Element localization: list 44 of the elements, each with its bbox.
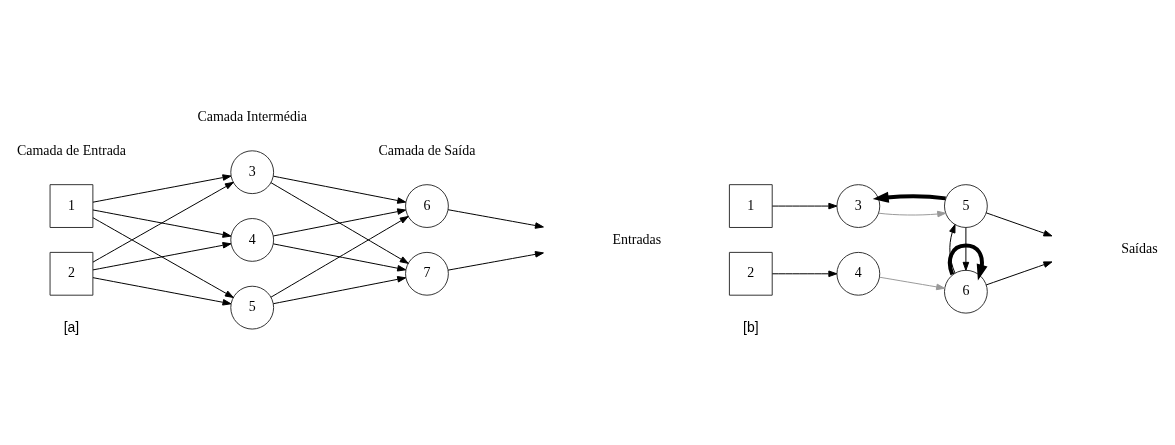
arrow [447, 250, 544, 271]
arrow [272, 207, 407, 236]
node-box: 1 [49, 183, 94, 228]
arrow [92, 276, 232, 306]
node-box: 1 [728, 183, 773, 228]
arrow [92, 181, 234, 263]
arrow [771, 202, 838, 209]
label: [a] [63, 318, 80, 335]
node-circle: 3 [230, 149, 275, 194]
label: Camada Intermédia [197, 108, 307, 124]
arrow [272, 175, 407, 204]
label: Camada de Saída [378, 142, 476, 158]
label: [b] [743, 318, 759, 335]
arrow [92, 208, 232, 238]
label: Saídas [1121, 240, 1158, 256]
arrow [270, 215, 409, 298]
label: Camada de Entrada [16, 142, 127, 158]
node-circle: 7 [405, 251, 449, 296]
arrow [985, 260, 1053, 285]
arrow [272, 275, 407, 304]
node-circle: 4 [230, 217, 275, 262]
arrow [92, 173, 232, 203]
arrow [879, 276, 946, 290]
node-box: 2 [728, 251, 773, 296]
arrow [947, 242, 988, 280]
arrow [949, 223, 956, 273]
arrow [272, 242, 407, 271]
arrow [447, 208, 544, 229]
arrow [985, 211, 1053, 236]
arrow [872, 191, 946, 203]
arrow [92, 241, 232, 270]
arrow [92, 216, 234, 298]
node-circle: 3 [836, 183, 881, 228]
node-circle: 6 [944, 269, 988, 314]
arrow [878, 210, 947, 217]
node-circle: 4 [836, 251, 881, 296]
arrow [962, 226, 970, 271]
arrow [270, 181, 409, 264]
node-circle: 6 [405, 183, 449, 228]
node-circle: 5 [230, 285, 275, 330]
label: Entradas [612, 231, 662, 247]
node-circle: 5 [944, 183, 988, 228]
arrow [771, 270, 838, 277]
node-box: 2 [49, 251, 94, 296]
